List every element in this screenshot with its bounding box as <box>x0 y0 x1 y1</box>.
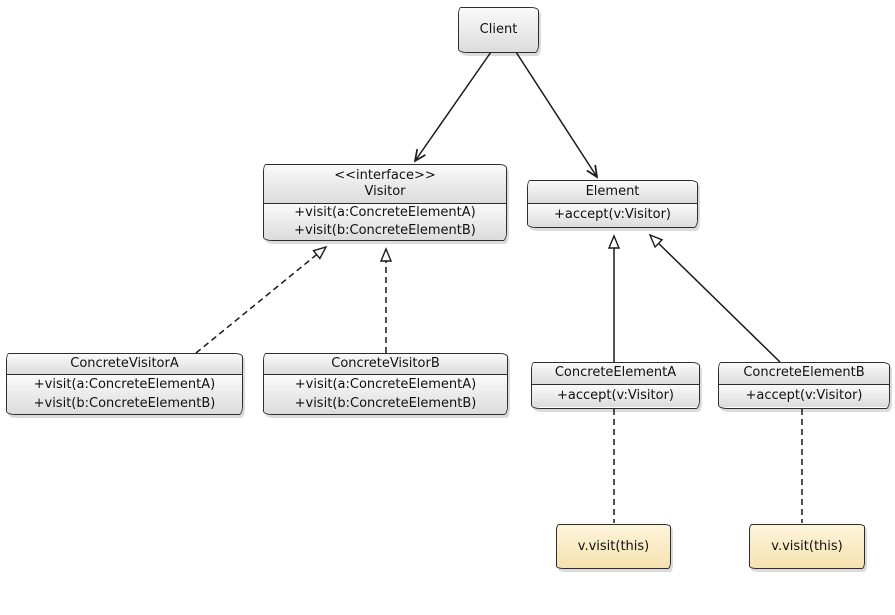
class-name: ConcreteElementB <box>743 365 865 381</box>
methods-compartment: +accept(v:Visitor) <box>532 384 699 407</box>
methods-compartment: +visit(a:ConcreteElementA) +visit(b:Conc… <box>7 374 242 414</box>
class-name: Element <box>585 183 640 199</box>
method-label: +visit(b:ConcreteElementB) <box>33 395 216 411</box>
class-name: Visitor <box>364 184 406 199</box>
class-title-compartment: ConcreteVisitorB <box>264 354 507 374</box>
method-label: +visit(a:ConcreteElementA) <box>33 377 216 393</box>
class-box-client: Client <box>458 7 539 53</box>
method-label: +visit(a:ConcreteElementA) <box>294 377 477 393</box>
uml-note-concrete-element-a: v.visit(this) <box>556 524 671 569</box>
method-label: +visit(b:ConcreteElementB) <box>294 222 476 238</box>
method-label: +accept(v:Visitor) <box>556 387 674 403</box>
stereotype-label: <<interface>> <box>334 167 436 183</box>
class-box-concrete-element-a: ConcreteElementA +accept(v:Visitor) <box>531 362 700 409</box>
class-title-compartment: ConcreteElementA <box>532 363 699 384</box>
class-name: ConcreteVisitorA <box>70 355 179 371</box>
class-title-compartment: <<interface>> Visitor <box>264 165 506 203</box>
uml-note-concrete-element-b: v.visit(this) <box>749 524 865 569</box>
class-name: ConcreteVisitorB <box>331 355 440 371</box>
class-box-concrete-element-b: ConcreteElementB +accept(v:Visitor) <box>718 362 890 409</box>
class-name: Client <box>479 21 518 37</box>
class-title-compartment: ConcreteElementB <box>719 363 889 384</box>
class-box-element: Element +accept(v:Visitor) <box>527 180 698 228</box>
methods-compartment: +accept(v:Visitor) <box>719 384 889 407</box>
realization-arrow-concretevisitora-to-visitor <box>195 247 326 354</box>
method-label: +accept(v:Visitor) <box>553 207 671 223</box>
dependency-arrow-client-to-visitor <box>413 51 492 163</box>
class-box-concrete-visitor-b: ConcreteVisitorB +visit(a:ConcreteElemen… <box>263 353 508 415</box>
class-name: ConcreteElementA <box>554 365 677 381</box>
methods-compartment: +visit(a:ConcreteElementA) +visit(b:Conc… <box>264 203 506 240</box>
class-title-compartment: ConcreteVisitorA <box>7 354 242 374</box>
method-label: +visit(b:ConcreteElementB) <box>294 395 477 411</box>
class-title-compartment: Element <box>528 181 697 203</box>
note-text: v.visit(this) <box>577 539 650 554</box>
class-box-visitor: <<interface>> Visitor +visit(a:ConcreteE… <box>263 164 507 241</box>
generalization-arrow-concreteelementb-to-element <box>650 235 781 363</box>
class-box-concrete-visitor-a: ConcreteVisitorA +visit(a:ConcreteElemen… <box>6 353 243 415</box>
method-label: +accept(v:Visitor) <box>745 387 863 403</box>
class-title-compartment: Client <box>459 8 538 52</box>
methods-compartment: +visit(a:ConcreteElementA) +visit(b:Conc… <box>264 374 507 414</box>
method-label: +visit(a:ConcreteElementA) <box>294 205 476 221</box>
dependency-arrow-client-to-element <box>515 51 599 179</box>
methods-compartment: +accept(v:Visitor) <box>528 203 697 227</box>
note-text: v.visit(this) <box>771 539 843 554</box>
